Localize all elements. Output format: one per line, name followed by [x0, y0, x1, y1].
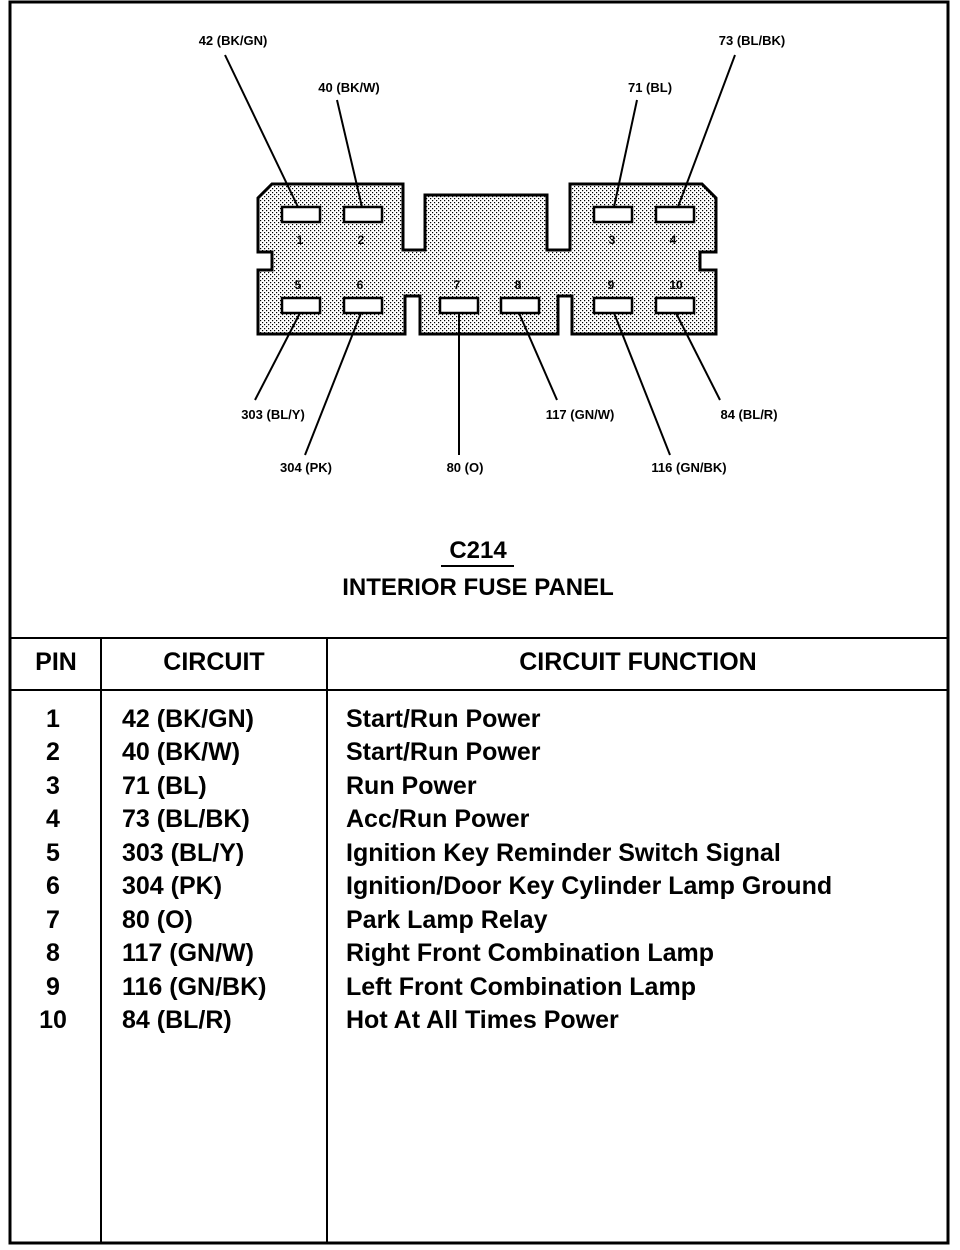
row-pin: 5 — [46, 839, 60, 867]
row-function: Start/Run Power — [346, 738, 541, 766]
pin-8-terminal — [499, 296, 541, 315]
row-circuit: 80 (O) — [122, 906, 193, 934]
header-circuit-function: CIRCUIT FUNCTION — [519, 648, 757, 676]
row-circuit: 71 (BL) — [122, 772, 207, 800]
wire-label-7: 80 (O) — [447, 460, 484, 475]
row-circuit: 117 (GN/W) — [122, 939, 254, 967]
pin-number-1: 1 — [297, 233, 304, 247]
pin-9-terminal — [592, 296, 634, 315]
pin-number-9: 9 — [608, 278, 615, 292]
pin-6-terminal — [342, 296, 384, 315]
row-circuit: 116 (GN/BK) — [122, 973, 267, 1001]
pin-10-terminal — [654, 296, 696, 315]
connector-id: C214 — [449, 537, 507, 564]
connector-name: INTERIOR FUSE PANEL — [342, 574, 614, 601]
row-circuit: 73 (BL/BK) — [122, 805, 250, 833]
pin-1-terminal — [280, 205, 322, 224]
row-function: Left Front Combination Lamp — [346, 973, 696, 1001]
leader-line-2 — [336, 99, 363, 208]
row-circuit: 84 (BL/R) — [122, 1006, 232, 1034]
row-circuit: 304 (PK) — [122, 872, 223, 900]
pin-number-2: 2 — [358, 233, 365, 247]
row-function: Park Lamp Relay — [346, 906, 548, 934]
header-circuit: CIRCUIT — [163, 648, 265, 676]
leader-line-3 — [613, 99, 638, 208]
pin-number-3: 3 — [609, 233, 616, 247]
leader-line-1 — [224, 54, 299, 208]
row-function: Hot At All Times Power — [346, 1006, 619, 1034]
wire-label-4: 73 (BL/BK) — [719, 33, 785, 48]
row-function: Right Front Combination Lamp — [346, 939, 715, 967]
pin-3-terminal — [592, 205, 634, 224]
pin-7-terminal — [438, 296, 480, 315]
outer-frame — [8, 0, 950, 1245]
pin-number-4: 4 — [670, 233, 677, 247]
pin-5-terminal — [280, 296, 322, 315]
row-function: Acc/Run Power — [346, 805, 530, 833]
wire-label-10: 84 (BL/R) — [720, 407, 777, 422]
wire-label-9: 116 (GN/BK) — [651, 460, 726, 475]
wire-label-1: 42 (BK/GN) — [199, 33, 268, 48]
row-pin: 4 — [46, 805, 60, 833]
pin-number-5: 5 — [295, 278, 302, 292]
leader-line-10 — [675, 312, 721, 401]
pin-number-8: 8 — [515, 278, 522, 292]
pin-2-terminal — [342, 205, 384, 224]
row-pin: 3 — [46, 772, 60, 800]
wire-label-6: 304 (PK) — [280, 460, 332, 475]
row-pin: 2 — [46, 738, 60, 766]
row-function: Start/Run Power — [346, 705, 541, 733]
row-circuit: 42 (BK/GN) — [122, 705, 254, 733]
pin-number-6: 6 — [357, 278, 364, 292]
row-circuit: 303 (BL/Y) — [122, 839, 245, 867]
wire-label-3: 71 (BL) — [628, 80, 672, 95]
row-pin: 9 — [46, 973, 60, 1001]
row-function: Ignition Key Reminder Switch Signal — [346, 839, 781, 867]
pin-4-terminal — [654, 205, 696, 224]
pin-number-7: 7 — [454, 278, 461, 292]
leader-line-8 — [518, 312, 558, 401]
connector-body — [256, 182, 718, 336]
row-function: Ignition/Door Key Cylinder Lamp Ground — [346, 872, 833, 900]
row-pin: 8 — [46, 939, 60, 967]
row-circuit: 40 (BK/W) — [122, 738, 241, 766]
pin-number-10: 10 — [669, 278, 683, 292]
leader-line-4 — [677, 54, 736, 208]
row-pin: 7 — [46, 906, 60, 934]
wire-label-8: 117 (GN/W) — [546, 407, 615, 422]
wire-label-2: 40 (BK/W) — [318, 80, 379, 95]
row-pin: 6 — [46, 872, 60, 900]
leader-line-5 — [254, 312, 301, 401]
row-pin: 10 — [39, 1006, 67, 1034]
leader-line-9 — [613, 312, 671, 456]
leader-line-6 — [304, 312, 362, 456]
row-pin: 1 — [46, 705, 60, 733]
row-function: Run Power — [346, 772, 477, 800]
wire-label-5: 303 (BL/Y) — [241, 407, 305, 422]
header-pin: PIN — [35, 648, 77, 676]
